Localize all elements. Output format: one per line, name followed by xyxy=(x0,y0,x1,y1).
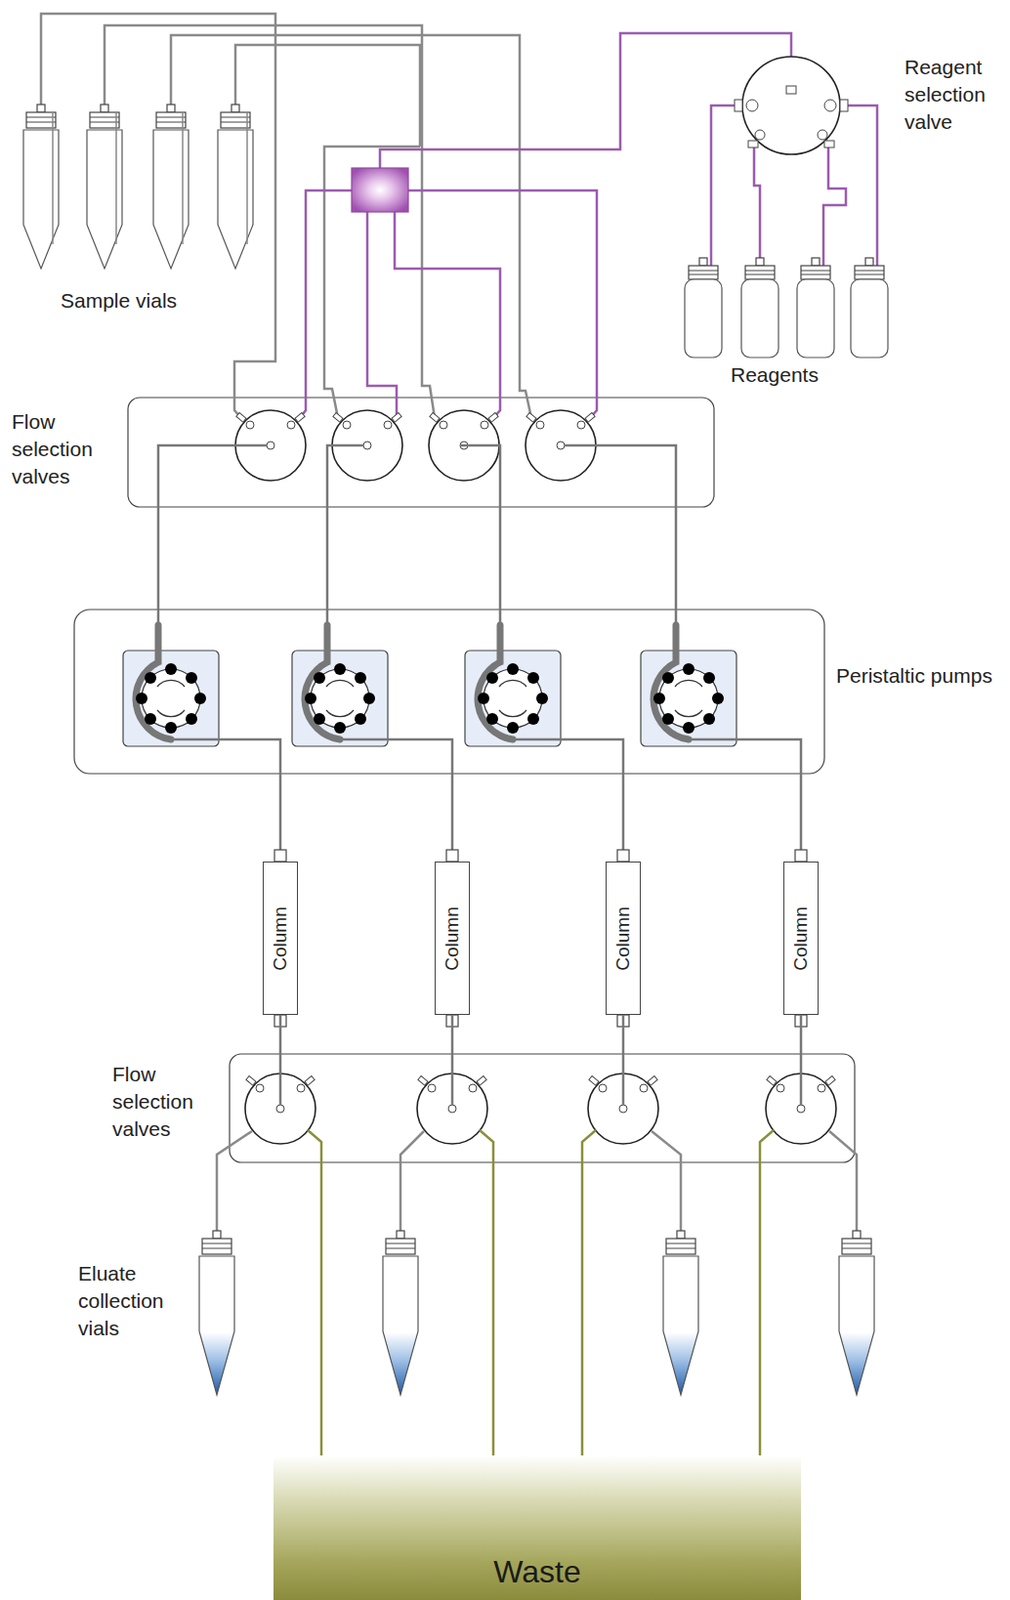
column-body: Column xyxy=(605,861,641,1015)
tubing-connector xyxy=(759,1014,801,1456)
column-body: Column xyxy=(262,861,298,1015)
node-text: Column xyxy=(612,906,634,970)
part-label: Flow selection valves xyxy=(112,1060,222,1143)
waste-container: Waste xyxy=(273,1455,801,1600)
node-text: Column xyxy=(790,906,812,970)
column-body: Column xyxy=(783,861,819,1015)
column-body: Column xyxy=(434,861,470,1015)
node-text: Column xyxy=(441,906,463,970)
node-text: Column xyxy=(269,906,292,970)
tubing-connector xyxy=(452,1014,494,1456)
part-label: Reagents xyxy=(730,361,819,389)
part-label: Reagent selection valve xyxy=(904,53,1005,136)
tubing-connector xyxy=(582,1014,624,1456)
tubing-connector xyxy=(280,1014,322,1456)
part-label: Peristaltic pumps xyxy=(836,662,993,690)
part-label: Eluate collection vials xyxy=(78,1260,188,1343)
node-text: Waste xyxy=(493,1554,582,1591)
part-label: Flow selection valves xyxy=(11,408,122,491)
part-label: Sample vials xyxy=(60,287,177,315)
